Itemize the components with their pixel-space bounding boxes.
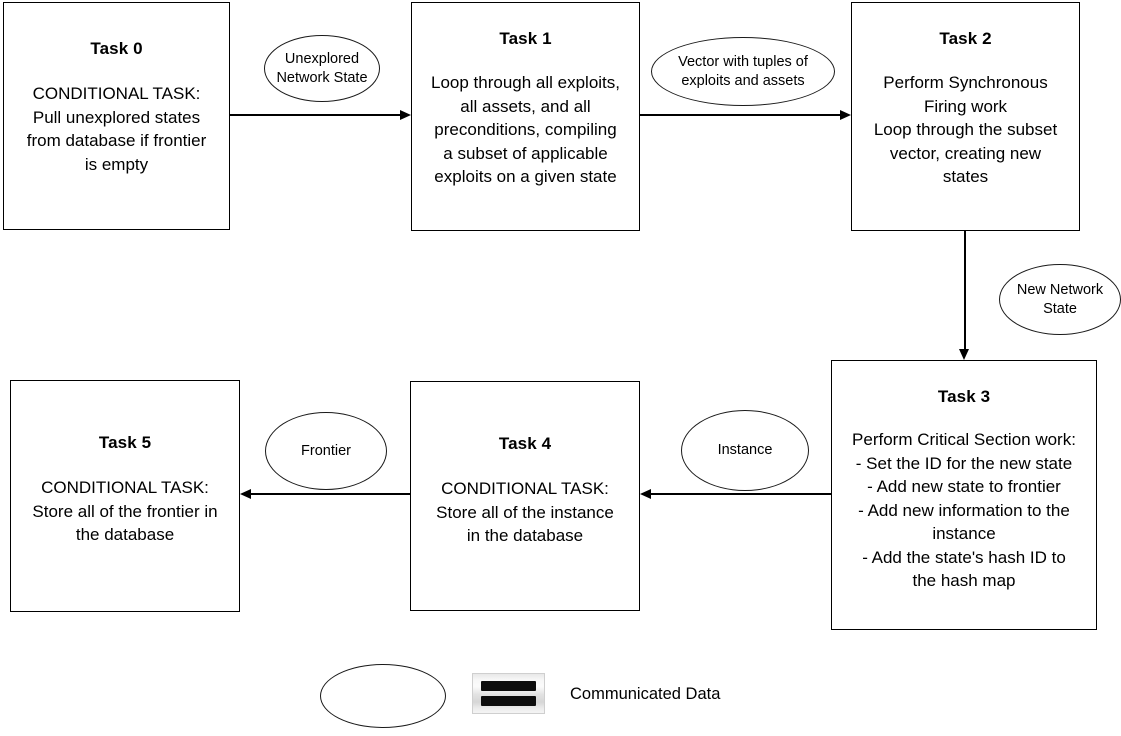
edge-task0-to-task1: [230, 114, 404, 116]
node-task-2-body: Perform Synchronous Firing work Loop thr…: [873, 73, 1058, 186]
edge-label-vector-tuples[interactable]: Vector with tuples of exploits and asset…: [651, 37, 835, 106]
edge-task4-to-task5: [250, 493, 410, 495]
node-task-0[interactable]: Task 0 CONDITIONAL TASK: Pull unexplored…: [3, 2, 230, 230]
edge-label-instance[interactable]: Instance: [681, 410, 809, 491]
edge-label-frontier-text: Frontier: [301, 442, 351, 459]
edge-label-frontier[interactable]: Frontier: [265, 412, 387, 490]
equals-icon-bar-bottom: [480, 696, 537, 706]
edge-task2-to-task3: [964, 231, 966, 351]
node-task-3-body: Perform Critical Section work: - Set the…: [852, 430, 1076, 590]
edge-label-new-network-state-text: New Network State: [1016, 281, 1104, 317]
edge-label-instance-text: Instance: [717, 442, 773, 458]
legend-ellipse-shape: [320, 664, 446, 728]
node-task-1-title: Task 1: [499, 29, 552, 48]
node-task-2-title: Task 2: [939, 29, 992, 48]
node-task-0-title: Task 0: [90, 39, 143, 58]
arrowhead-task4-to-task5: [240, 488, 251, 499]
node-task-5-body: CONDITIONAL TASK: Store all of the front…: [32, 478, 218, 544]
edge-label-new-network-state[interactable]: New Network State: [999, 264, 1121, 335]
node-task-1-body: Loop through all exploits, all assets, a…: [430, 73, 621, 186]
node-task-5[interactable]: Task 5 CONDITIONAL TASK: Store all of th…: [10, 380, 240, 612]
node-task-1[interactable]: Task 1 Loop through all exploits, all as…: [411, 2, 640, 231]
legend-label-communicated-data: Communicated Data: [570, 685, 721, 703]
node-task-4[interactable]: Task 4 CONDITIONAL TASK: Store all of th…: [410, 381, 640, 611]
node-task-3-title: Task 3: [937, 387, 991, 406]
edge-task1-to-task2: [640, 114, 844, 116]
arrowhead-task0-to-task1: [400, 109, 411, 120]
arrowhead-task3-to-task4: [640, 488, 651, 499]
equals-icon: [472, 673, 545, 714]
edge-task3-to-task4: [650, 493, 831, 495]
node-task-3[interactable]: Task 3 Perform Critical Section work: - …: [831, 360, 1097, 630]
equals-icon-bar-top: [480, 681, 537, 691]
edge-label-unexplored-network-state[interactable]: Unexplored Network State: [264, 35, 380, 102]
node-task-0-body: CONDITIONAL TASK: Pull unexplored states…: [26, 84, 207, 174]
node-task-4-title: Task 4: [498, 434, 552, 453]
node-task-5-title: Task 5: [98, 433, 152, 452]
edge-label-vector-tuples-text: Vector with tuples of exploits and asset…: [678, 53, 808, 89]
node-task-2[interactable]: Task 2 Perform Synchronous Firing work L…: [851, 2, 1080, 231]
node-task-4-body: CONDITIONAL TASK: Store all of the insta…: [436, 479, 614, 545]
arrowhead-task2-to-task3: [959, 349, 970, 360]
edge-label-unexplored-network-state-text: Unexplored Network State: [276, 50, 368, 86]
arrowhead-task1-to-task2: [840, 109, 851, 120]
